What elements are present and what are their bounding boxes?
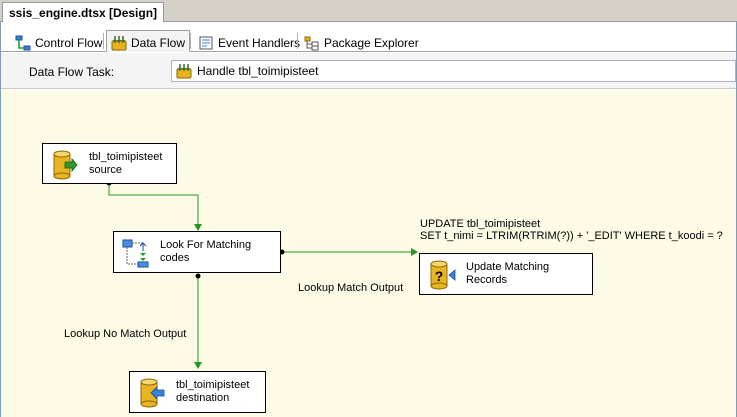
- ole-db-command-icon: ?: [428, 260, 456, 290]
- annotation-line-1: UPDATE tbl_toimipisteet: [420, 218, 541, 230]
- document-tabstrip: ssis_engine.dtsx [Design]: [0, 0, 737, 23]
- data-flow-icon: [111, 35, 127, 51]
- event-handlers-icon: [198, 35, 214, 51]
- lookup-name-continued: codes: [160, 252, 190, 264]
- tab-package-explorer-label: Package Explorer: [324, 35, 419, 50]
- update-component[interactable]: ? Update Matching Records: [419, 253, 593, 295]
- update-name: Update Matching: [466, 261, 550, 273]
- ole-db-destination-icon: [138, 378, 166, 408]
- tab-event-handlers[interactable]: Event Handlers: [194, 30, 304, 52]
- destination-component-label: tbl_toimipisteet destination: [176, 379, 249, 405]
- source-name: tbl_toimipisteet: [89, 150, 163, 163]
- tab-package-explorer[interactable]: Package Explorer: [300, 30, 423, 52]
- document-tab[interactable]: ssis_engine.dtsx [Design]: [2, 2, 165, 23]
- no-match-output-label: Lookup No Match Output: [64, 328, 187, 340]
- lookup-name: Look For Matching: [160, 239, 252, 251]
- package-explorer-icon: [304, 35, 320, 51]
- source-type: source: [89, 163, 123, 176]
- lookup-component-label: Look For Matching codes: [160, 239, 251, 265]
- ole-db-source-icon: [51, 150, 79, 180]
- tab-control-flow[interactable]: Control Flow: [11, 30, 106, 52]
- designer-tabs: Control Flow Data Flow Event Handlers: [1, 28, 736, 52]
- tab-separator: [103, 33, 104, 49]
- tab-event-handlers-label: Event Handlers: [218, 35, 301, 50]
- destination-name: tbl_toimipisteet: [176, 379, 250, 391]
- source-component[interactable]: tbl_toimipisteet source: [42, 143, 177, 184]
- path-source-to-lookup: [108, 184, 202, 231]
- svg-text:?: ?: [435, 268, 444, 284]
- data-flow-task-label: Data Flow Task:: [29, 65, 115, 79]
- tab-separator: [297, 33, 298, 49]
- destination-component[interactable]: tbl_toimipisteet destination: [129, 371, 266, 413]
- destination-type: destination: [176, 392, 230, 404]
- data-flow-task-value: Handle tbl_toimipisteet: [197, 64, 319, 78]
- source-component-label: tbl_toimipisteet source: [89, 151, 162, 177]
- package-designer: Control Flow Data Flow Event Handlers: [0, 22, 737, 417]
- data-flow-task-select[interactable]: Handle tbl_toimipisteet: [171, 60, 736, 82]
- data-flow-task-icon: [176, 63, 192, 79]
- data-flow-canvas[interactable]: tbl_toimipisteet source Look For Matchin…: [1, 90, 736, 417]
- match-output-label: Lookup Match Output: [298, 282, 404, 294]
- tab-control-flow-label: Control Flow: [35, 35, 103, 50]
- data-flow-paths: [106, 180, 418, 369]
- control-flow-icon: [15, 35, 31, 51]
- update-name-continued: Records: [466, 274, 507, 286]
- lookup-icon: [122, 238, 150, 268]
- tab-separator: [190, 33, 191, 49]
- tab-data-flow[interactable]: Data Flow: [106, 30, 191, 52]
- document-tab-title: ssis_engine.dtsx [Design]: [9, 6, 158, 20]
- annotation-line-2: SET t_nimi = LTRIM(RTRIM(?)) + '_EDIT' W…: [420, 230, 723, 242]
- update-sql-annotation: UPDATE tbl_toimipisteet SET t_nimi = LTR…: [420, 218, 723, 242]
- tab-data-flow-label: Data Flow: [131, 35, 186, 50]
- update-component-label: Update Matching Records: [466, 261, 549, 287]
- lookup-component[interactable]: Look For Matching codes: [113, 231, 281, 273]
- data-flow-task-bar: Data Flow Task: Handle tbl_toimipisteet: [1, 53, 736, 89]
